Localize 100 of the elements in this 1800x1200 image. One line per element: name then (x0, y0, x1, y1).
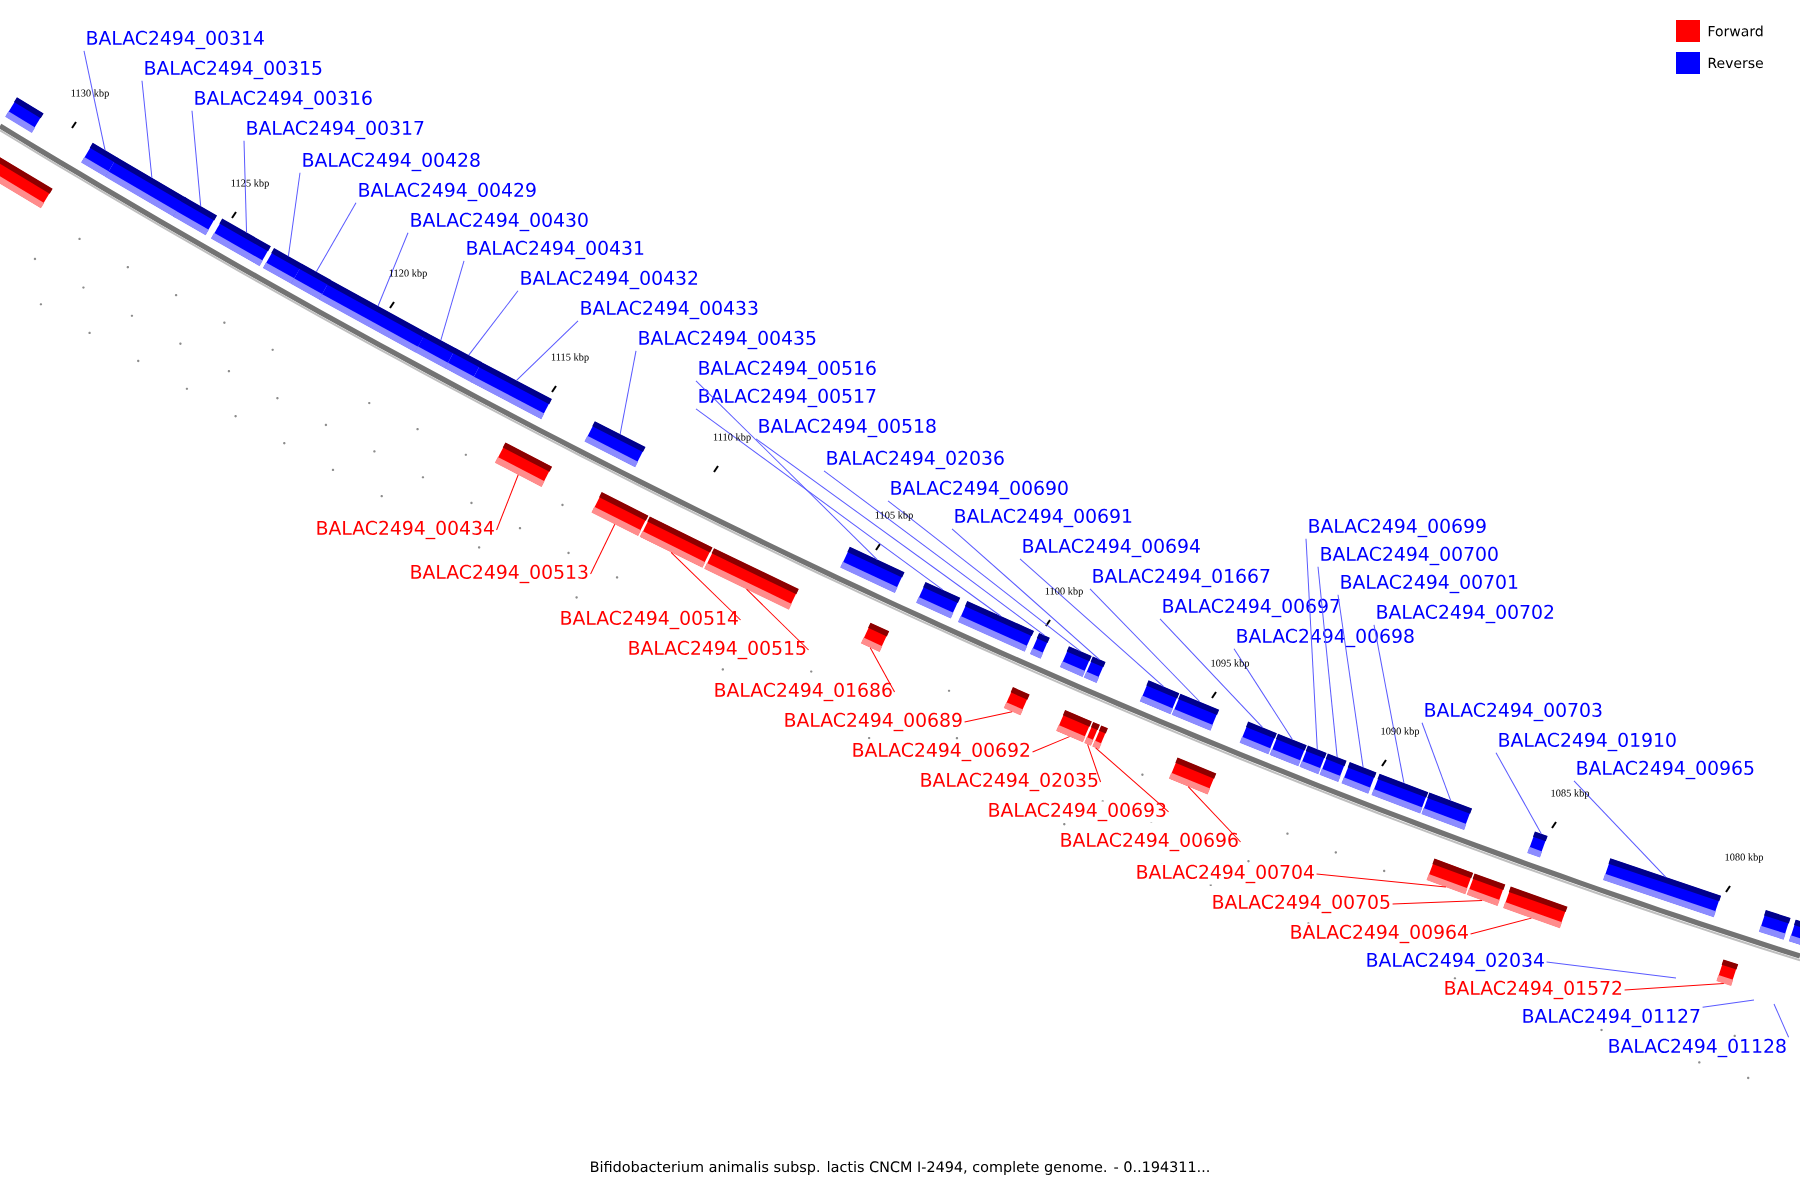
gene-block (1421, 792, 1473, 830)
gene-label: BALAC2494_00515 (626, 639, 809, 661)
gene-label: BALAC2494_02036 (824, 449, 1007, 471)
gene-label: BALAC2494_00518 (756, 417, 939, 439)
leader-line (496, 474, 519, 531)
leader-line (83, 50, 106, 151)
gene-label: BALAC2494_01667 (1090, 567, 1273, 589)
gene-block (1059, 646, 1092, 677)
leader-line (1373, 624, 1405, 784)
leader-line (1773, 1003, 1790, 1038)
leader-line (1019, 558, 1165, 688)
leader-line (1702, 999, 1755, 1008)
gene-label: BALAC2494_01686 (712, 681, 895, 703)
gene-label: BALAC2494_00692 (850, 741, 1033, 763)
leader-line (287, 172, 301, 257)
gene-block (840, 546, 905, 593)
gene-block (916, 582, 961, 619)
leader-line (695, 380, 878, 561)
gene-label: BALAC2494_00316 (192, 89, 375, 111)
gene-block (470, 361, 552, 420)
gene-block (1319, 753, 1347, 783)
gene-block (5, 97, 44, 133)
gene-label: BALAC2494_01127 (1520, 1007, 1703, 1029)
gene-block (494, 442, 553, 487)
gene-label: BALAC2494_00700 (1318, 545, 1501, 567)
gene-block (172, 196, 218, 236)
gene-block (1083, 656, 1106, 683)
gene-label: BALAC2494_00517 (696, 387, 879, 409)
gene-label: BALAC2494_00697 (1160, 597, 1343, 619)
gene-block (957, 601, 1034, 652)
gene-label: BALAC2494_00317 (244, 119, 427, 141)
gene-block (1239, 721, 1277, 755)
gene-label: BALAC2494_00698 (1234, 627, 1417, 649)
leader-line (746, 588, 810, 651)
leader-line (964, 711, 1013, 723)
leader-line (1087, 743, 1102, 783)
leader-line (1392, 899, 1483, 905)
gene-label: BALAC2494_00965 (1574, 759, 1757, 781)
leader-line (670, 551, 742, 621)
gene-label: BALAC2494_00693 (986, 801, 1169, 823)
leader-line (377, 232, 409, 307)
gene-block (1168, 757, 1217, 795)
gene-block (704, 548, 799, 610)
gene-block (591, 492, 649, 536)
gene-label: BALAC2494_00434 (314, 519, 497, 541)
leader-line (191, 110, 202, 207)
leader-line (887, 500, 1081, 652)
gene-label: BALAC2494_00315 (142, 59, 325, 81)
gene-label: BALAC2494_00691 (952, 507, 1135, 529)
leader-line (755, 438, 1002, 617)
leader-line (1089, 588, 1201, 703)
gene-block (1527, 831, 1548, 858)
gene-block (0, 154, 53, 209)
gene-block (1426, 858, 1474, 895)
leader-line (1495, 752, 1542, 835)
gene-block (1171, 693, 1220, 731)
gene-label: BALAC2494_00699 (1306, 517, 1489, 539)
leader-line (1032, 736, 1070, 753)
leader-line (315, 202, 357, 273)
gene-label: BALAC2494_00433 (578, 299, 761, 321)
gene-block (639, 516, 713, 568)
gene-label: BALAC2494_00703 (1422, 701, 1605, 723)
gene-label: BALAC2494_00702 (1374, 603, 1557, 625)
leader-line (1159, 618, 1264, 728)
gene-block (1788, 919, 1800, 946)
gene-label: BALAC2494_00428 (300, 151, 483, 173)
leader-line (590, 523, 616, 575)
gene-label: BALAC2494_00431 (464, 239, 647, 261)
leader-line (619, 350, 637, 435)
leader-line (1233, 648, 1293, 740)
gene-block (105, 157, 188, 219)
leader-line (1305, 538, 1318, 750)
gene-block (1139, 680, 1180, 715)
leader-line (1095, 747, 1170, 813)
leader-line (440, 260, 465, 341)
gene-label: BALAC2494_00964 (1288, 923, 1471, 945)
gene-label: BALAC2494_00435 (636, 329, 819, 351)
gene-block (1503, 886, 1568, 929)
gene-label: BALAC2494_02034 (1364, 951, 1547, 973)
leader-line (1546, 961, 1677, 979)
leader-line (468, 290, 519, 356)
leader-line (695, 408, 944, 591)
gene-block (860, 622, 890, 652)
gene-label: BALAC2494_00689 (782, 711, 965, 733)
leader-line (141, 80, 153, 179)
gene-block (1603, 858, 1722, 918)
leader-line (1624, 983, 1725, 991)
gene-block (1029, 633, 1050, 659)
leader-line (1187, 786, 1242, 843)
gene-block (1092, 725, 1108, 750)
gene-label: BALAC2494_00705 (1210, 893, 1393, 915)
gene-label: BALAC2494_01910 (1496, 731, 1679, 753)
gene-label: BALAC2494_00429 (356, 181, 539, 203)
gene-label: BALAC2494_00701 (1338, 573, 1521, 595)
gene-label: BALAC2494_00430 (408, 211, 591, 233)
gene-label: BALAC2494_00690 (888, 479, 1071, 501)
gene-block (1716, 959, 1739, 986)
leader-line (1470, 917, 1532, 935)
gene-block (1466, 873, 1506, 906)
gene-block (1003, 687, 1030, 716)
